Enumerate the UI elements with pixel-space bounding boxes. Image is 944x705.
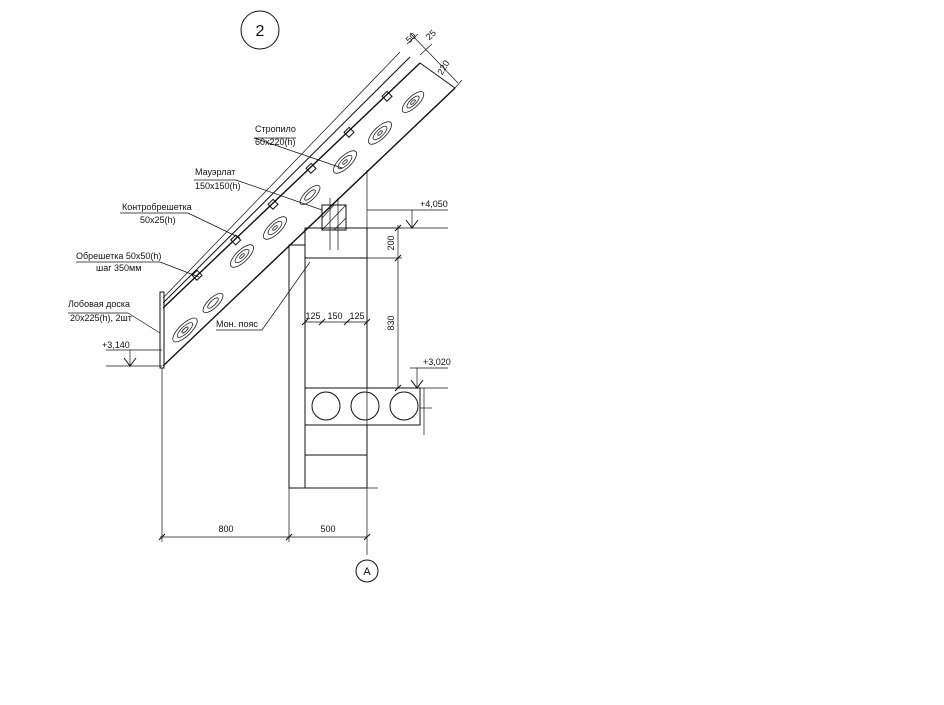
rafter-size-label: 60х220(h) bbox=[255, 137, 296, 147]
dim-50: 50 bbox=[404, 31, 418, 45]
detail-number: 2 bbox=[256, 23, 265, 40]
detail-number-marker: 2 bbox=[240, 10, 280, 50]
counter-batten-size-label: 50х25(h) bbox=[140, 215, 176, 225]
rafter-bottom-edge bbox=[162, 87, 456, 367]
concrete-block bbox=[304, 257, 368, 389]
dim-500: 500 bbox=[320, 524, 335, 534]
dimension-lines bbox=[158, 32, 463, 542]
level-mark-slab: +3,020 bbox=[410, 357, 451, 389]
counter-batten-line bbox=[162, 56, 411, 304]
wall bbox=[288, 227, 421, 489]
fascia-board bbox=[159, 291, 165, 369]
axis-marker-label: А bbox=[363, 566, 371, 578]
dim-800: 800 bbox=[218, 524, 233, 534]
axis-a: А bbox=[355, 170, 379, 583]
ring-beam-bottom bbox=[304, 424, 368, 456]
level-wall-top-label: +4,050 bbox=[420, 199, 448, 209]
mauerlat-label: Мауэрлат bbox=[195, 167, 235, 177]
dim-200: 200 bbox=[386, 235, 396, 250]
dim-25: 25 bbox=[424, 28, 438, 42]
batten-label: Обрешетка 50х50(h) bbox=[76, 251, 161, 261]
ring-beam-top bbox=[304, 227, 368, 259]
level-slab-label: +3,020 bbox=[423, 357, 451, 367]
fascia-label: Лобовая доска bbox=[68, 299, 130, 309]
counter-batten-label: Контробрешетка bbox=[122, 202, 192, 212]
fascia-size-label: 20х225(h), 2шт bbox=[70, 313, 132, 323]
dim-125-right: 125 bbox=[349, 311, 364, 321]
level-mark-wall-top: +4,050 bbox=[367, 199, 448, 229]
mauerlat bbox=[321, 198, 347, 250]
ring-beam-label: Мон. пояс bbox=[216, 319, 258, 329]
sheathing-line bbox=[162, 51, 401, 299]
concrete-block-lower bbox=[304, 454, 368, 489]
mauerlat-size-label: 150х150(h) bbox=[195, 181, 241, 191]
rafter-end-cut bbox=[419, 62, 456, 89]
rafter-label: Стропило bbox=[255, 124, 296, 134]
roof-package bbox=[159, 51, 456, 369]
leaders bbox=[68, 137, 343, 334]
rafter-top-edge bbox=[162, 62, 421, 309]
wood-grain bbox=[172, 91, 425, 343]
wall-insulation bbox=[288, 244, 306, 489]
dim-150: 150 bbox=[327, 311, 342, 321]
battens bbox=[191, 90, 393, 281]
dim-125-left: 125 bbox=[305, 311, 320, 321]
dim-830: 830 bbox=[386, 315, 396, 330]
level-eave-label: +3,140 bbox=[102, 340, 130, 350]
batten-step-label: шаг 350мм bbox=[96, 263, 141, 273]
level-mark-eave: +3,140 bbox=[102, 340, 162, 367]
